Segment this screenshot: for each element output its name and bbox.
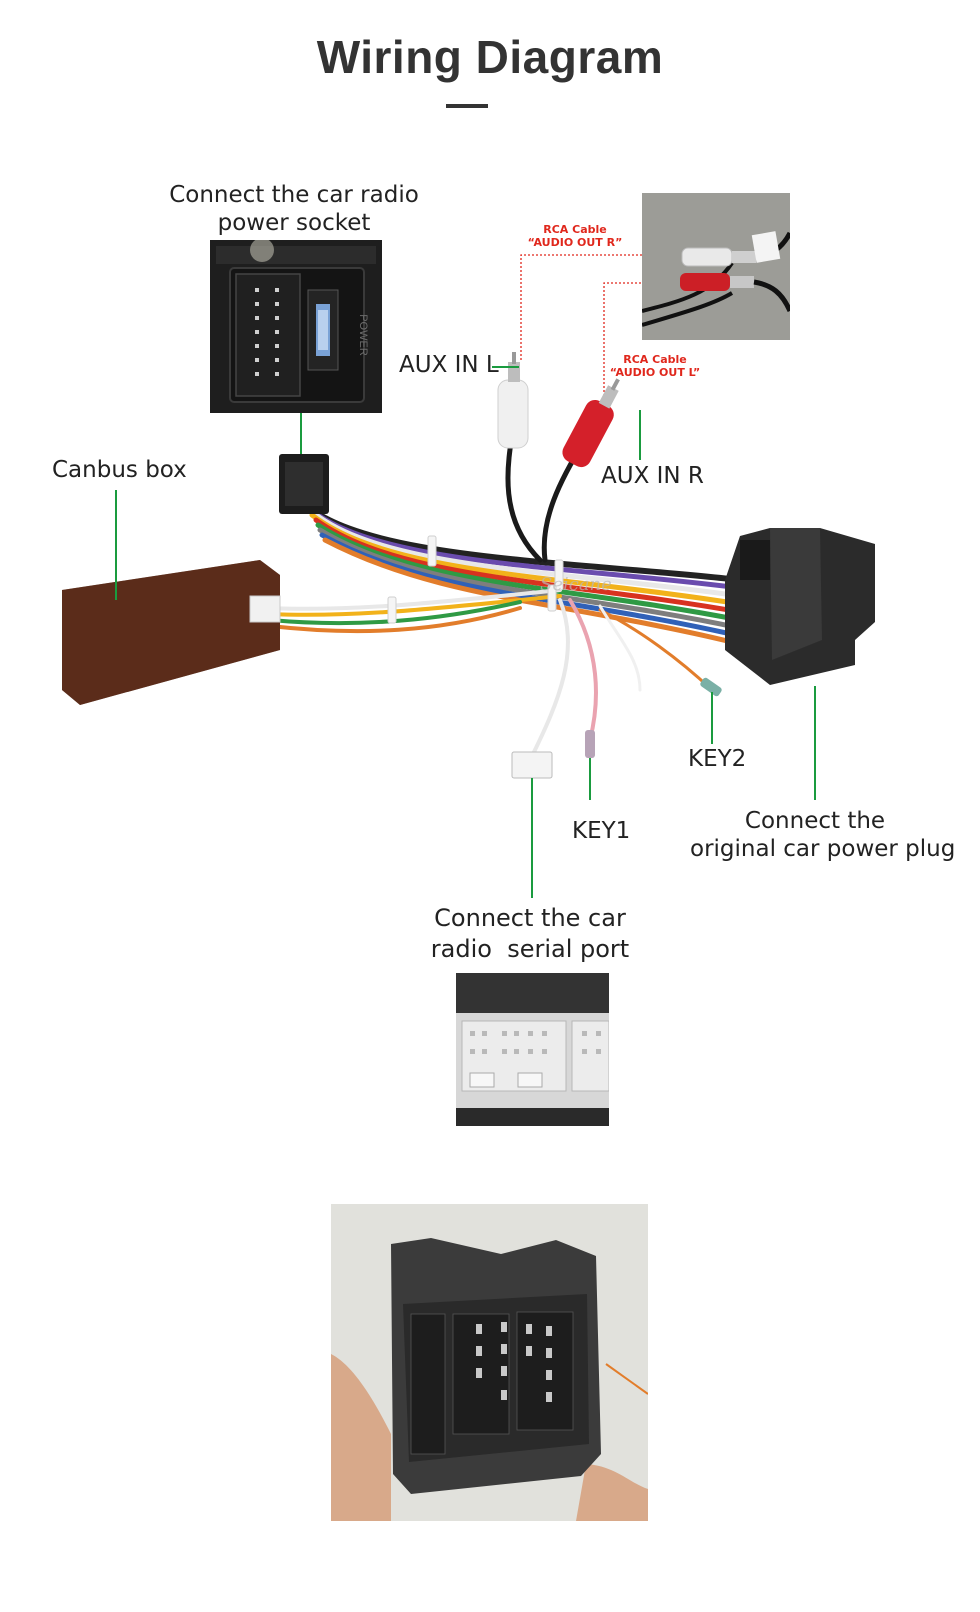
radio-power-socket-label: Connect the car radio power socket	[169, 182, 419, 236]
power-socket-photo: POWER	[210, 240, 382, 413]
original-power-plug-label: Connect the original car power plug	[690, 808, 956, 862]
page-title: Wiring Diagram	[316, 31, 664, 83]
svg-text:POWER: POWER	[357, 314, 369, 356]
aux-in-l-label: AUX IN L	[399, 352, 499, 378]
harness-drawing: Seicane	[62, 254, 875, 800]
iso-connector	[279, 454, 329, 514]
power-plug-closeup-photo	[331, 1204, 648, 1521]
aux-in-r-label: AUX IN R	[601, 463, 704, 489]
key2-label: KEY2	[688, 746, 747, 772]
watermark: Seicane	[540, 574, 612, 595]
canbus-box-label: Canbus box	[52, 457, 187, 483]
callout-line-serial-port	[531, 800, 533, 898]
rca-cable-photo	[642, 193, 790, 340]
wire-bundle	[268, 417, 743, 762]
power-plug	[725, 528, 875, 685]
rca-note-audio-out-l: RCA Cable “AUDIO OUT L”	[609, 353, 701, 380]
key1-label: KEY1	[572, 818, 631, 844]
rca-note-audio-out-r: RCA Cable “AUDIO OUT R”	[527, 223, 623, 250]
serial-port-photo	[456, 973, 609, 1126]
title-underline	[446, 104, 488, 108]
rca-plug-red	[562, 378, 620, 468]
serial-port-label: Connect the car radio serial port	[430, 904, 630, 964]
rca-dotted-leaders	[520, 254, 642, 400]
rca-plug-white	[497, 352, 529, 449]
canbus-box	[62, 560, 281, 705]
